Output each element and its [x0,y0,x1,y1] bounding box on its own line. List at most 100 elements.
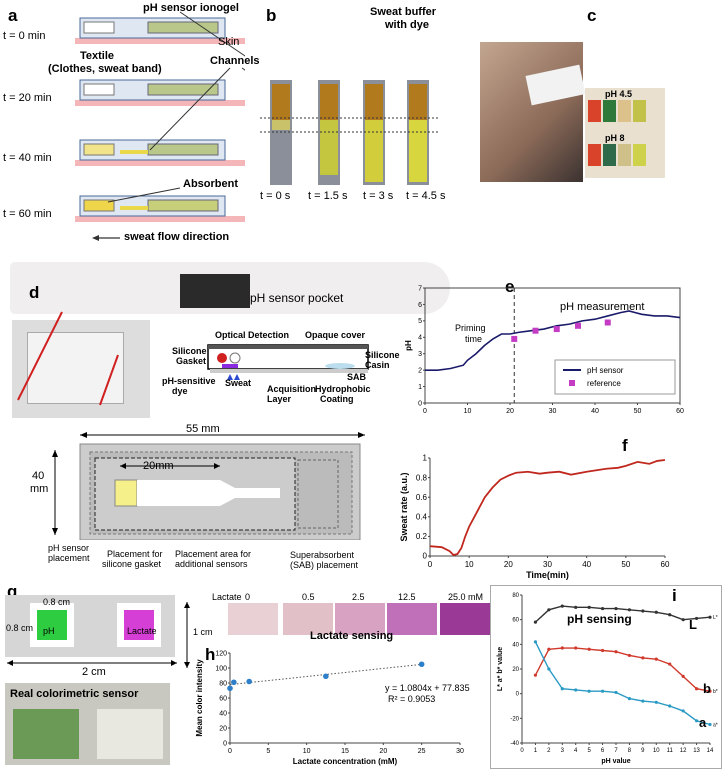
x-tick-label: 40 [582,560,591,569]
ph-sensing-label: pH sensing [567,612,632,626]
x-tick-label: 30 [456,748,464,755]
ph-a-label: pH 4.5 [605,89,633,99]
sweat-rate-line [429,459,666,557]
textile-label: Textile [80,50,115,62]
x-axis-label: Time(min) [526,570,569,580]
panel-label-f: f [622,436,628,455]
y-tick-label: 0 [223,740,227,747]
y-tick-label: 0.2 [416,532,428,541]
reference-point [511,335,518,342]
sensor-pocket-band [10,262,450,314]
gasket-label: Silicone [172,346,207,356]
sab-placement-sub-label: (SAB) placement [290,560,359,570]
b-series-point [708,689,712,693]
wristband [525,64,586,106]
panel-label-g: g [7,582,18,601]
time-label-a-1: t = 20 min [3,92,52,104]
y-tick-label: 0 [423,552,428,561]
footprint-diagram [52,432,365,540]
ph-pad-label: pH [43,626,55,636]
series-L-label: L [689,617,697,632]
a-series-name: a* [713,723,718,729]
y-tick-label: 2 [418,367,422,374]
conc-3: 12.5 [398,592,416,602]
lactate-swatch-3 [387,603,437,635]
dim-height-label: 40 [32,470,45,482]
a-series-point [627,697,632,701]
height-08-label: 0.8 cm [6,623,34,633]
fit-line [229,663,422,686]
legend-box [554,359,676,395]
b-series-point [627,653,632,658]
lactate-pad-label: Lactate [127,626,157,636]
a-series-point [560,687,564,691]
lactate-header: Lactate [212,592,242,602]
reference-point [604,319,611,326]
y-tick-label: 7 [418,285,422,292]
series-b-label: b [703,681,711,696]
lactate-point [246,678,252,685]
y-tick-label: -20 [510,716,519,722]
L-series-point [681,618,685,622]
L-series-name: L* [713,615,718,621]
b-series-point [587,647,591,651]
L-series-point [708,615,712,619]
buffer-label: Sweat buffer [370,6,437,18]
hydro-label: Hydrophobic [315,384,371,394]
legend-reference: reference [587,379,621,388]
x-tick-label: 5 [587,748,591,754]
y-tick-label: 40 [512,642,519,648]
sab-label: SAB [347,372,367,382]
width-2cm-label: 2 cm [82,666,106,678]
panel-a-diagram [75,11,245,241]
y-tick-label: 20 [219,725,227,732]
y-tick-label: 60 [219,695,227,702]
skin-label: Skin [218,36,240,48]
b-series-point [654,657,658,661]
y-axis-label: Mean color intensity [195,659,204,737]
time-label-b-0: t = 0 s [260,190,291,202]
x-tick-label: 30 [549,408,557,415]
gasket-placement-sub-label: silicone gasket [102,559,162,569]
y-tick-label: 0 [516,692,520,698]
a-series-point [694,719,699,723]
y-tick-label: 6 [418,302,422,309]
area-sub-label: additional sensors [175,559,248,569]
x-axis-label: pH value [601,758,630,765]
reference-point [532,327,539,334]
x-axis-label: Lactate concentration (mM) [293,757,398,766]
device-t0 [75,17,245,44]
lactate-point [418,661,425,668]
a-series-point [533,640,538,644]
x-tick-label: 0 [228,748,232,755]
conc-0: 0 [245,592,251,602]
absorbent-label: Absorbent [183,178,238,190]
L-series-point [560,604,564,608]
L-series-point [574,605,578,609]
lactate-swatch-2 [335,603,385,635]
b-series-point [614,650,618,654]
lactate-swatch-0 [228,603,278,635]
real-sensor-label: Real colorimetric sensor [10,688,139,700]
time-label-b-2: t = 3 s [363,190,394,202]
priming-label: Priming [455,323,486,333]
x-tick-label: 20 [504,560,513,569]
x-tick-label: 3 [561,748,565,754]
x-tick-label: 12 [680,748,687,754]
L-series-point [533,620,538,624]
x-tick-label: 20 [379,748,387,755]
y-tick-label: 60 [512,618,519,624]
dye-label: pH-sensitive [162,376,216,386]
a-series-point [600,689,605,693]
y-tick-label: 20 [512,667,519,673]
gasket-sub-label: Gasket [176,356,207,366]
device-t60 [75,195,245,222]
pocket-label: pH sensor pocket [250,291,344,305]
y-tick-label: 3 [418,351,422,358]
dim-1cm-arrow [184,602,190,668]
sweat-label: Sweat [225,378,252,388]
time-label-b-1: t = 1.5 s [308,190,348,202]
x-tick-label: 5 [266,748,270,755]
